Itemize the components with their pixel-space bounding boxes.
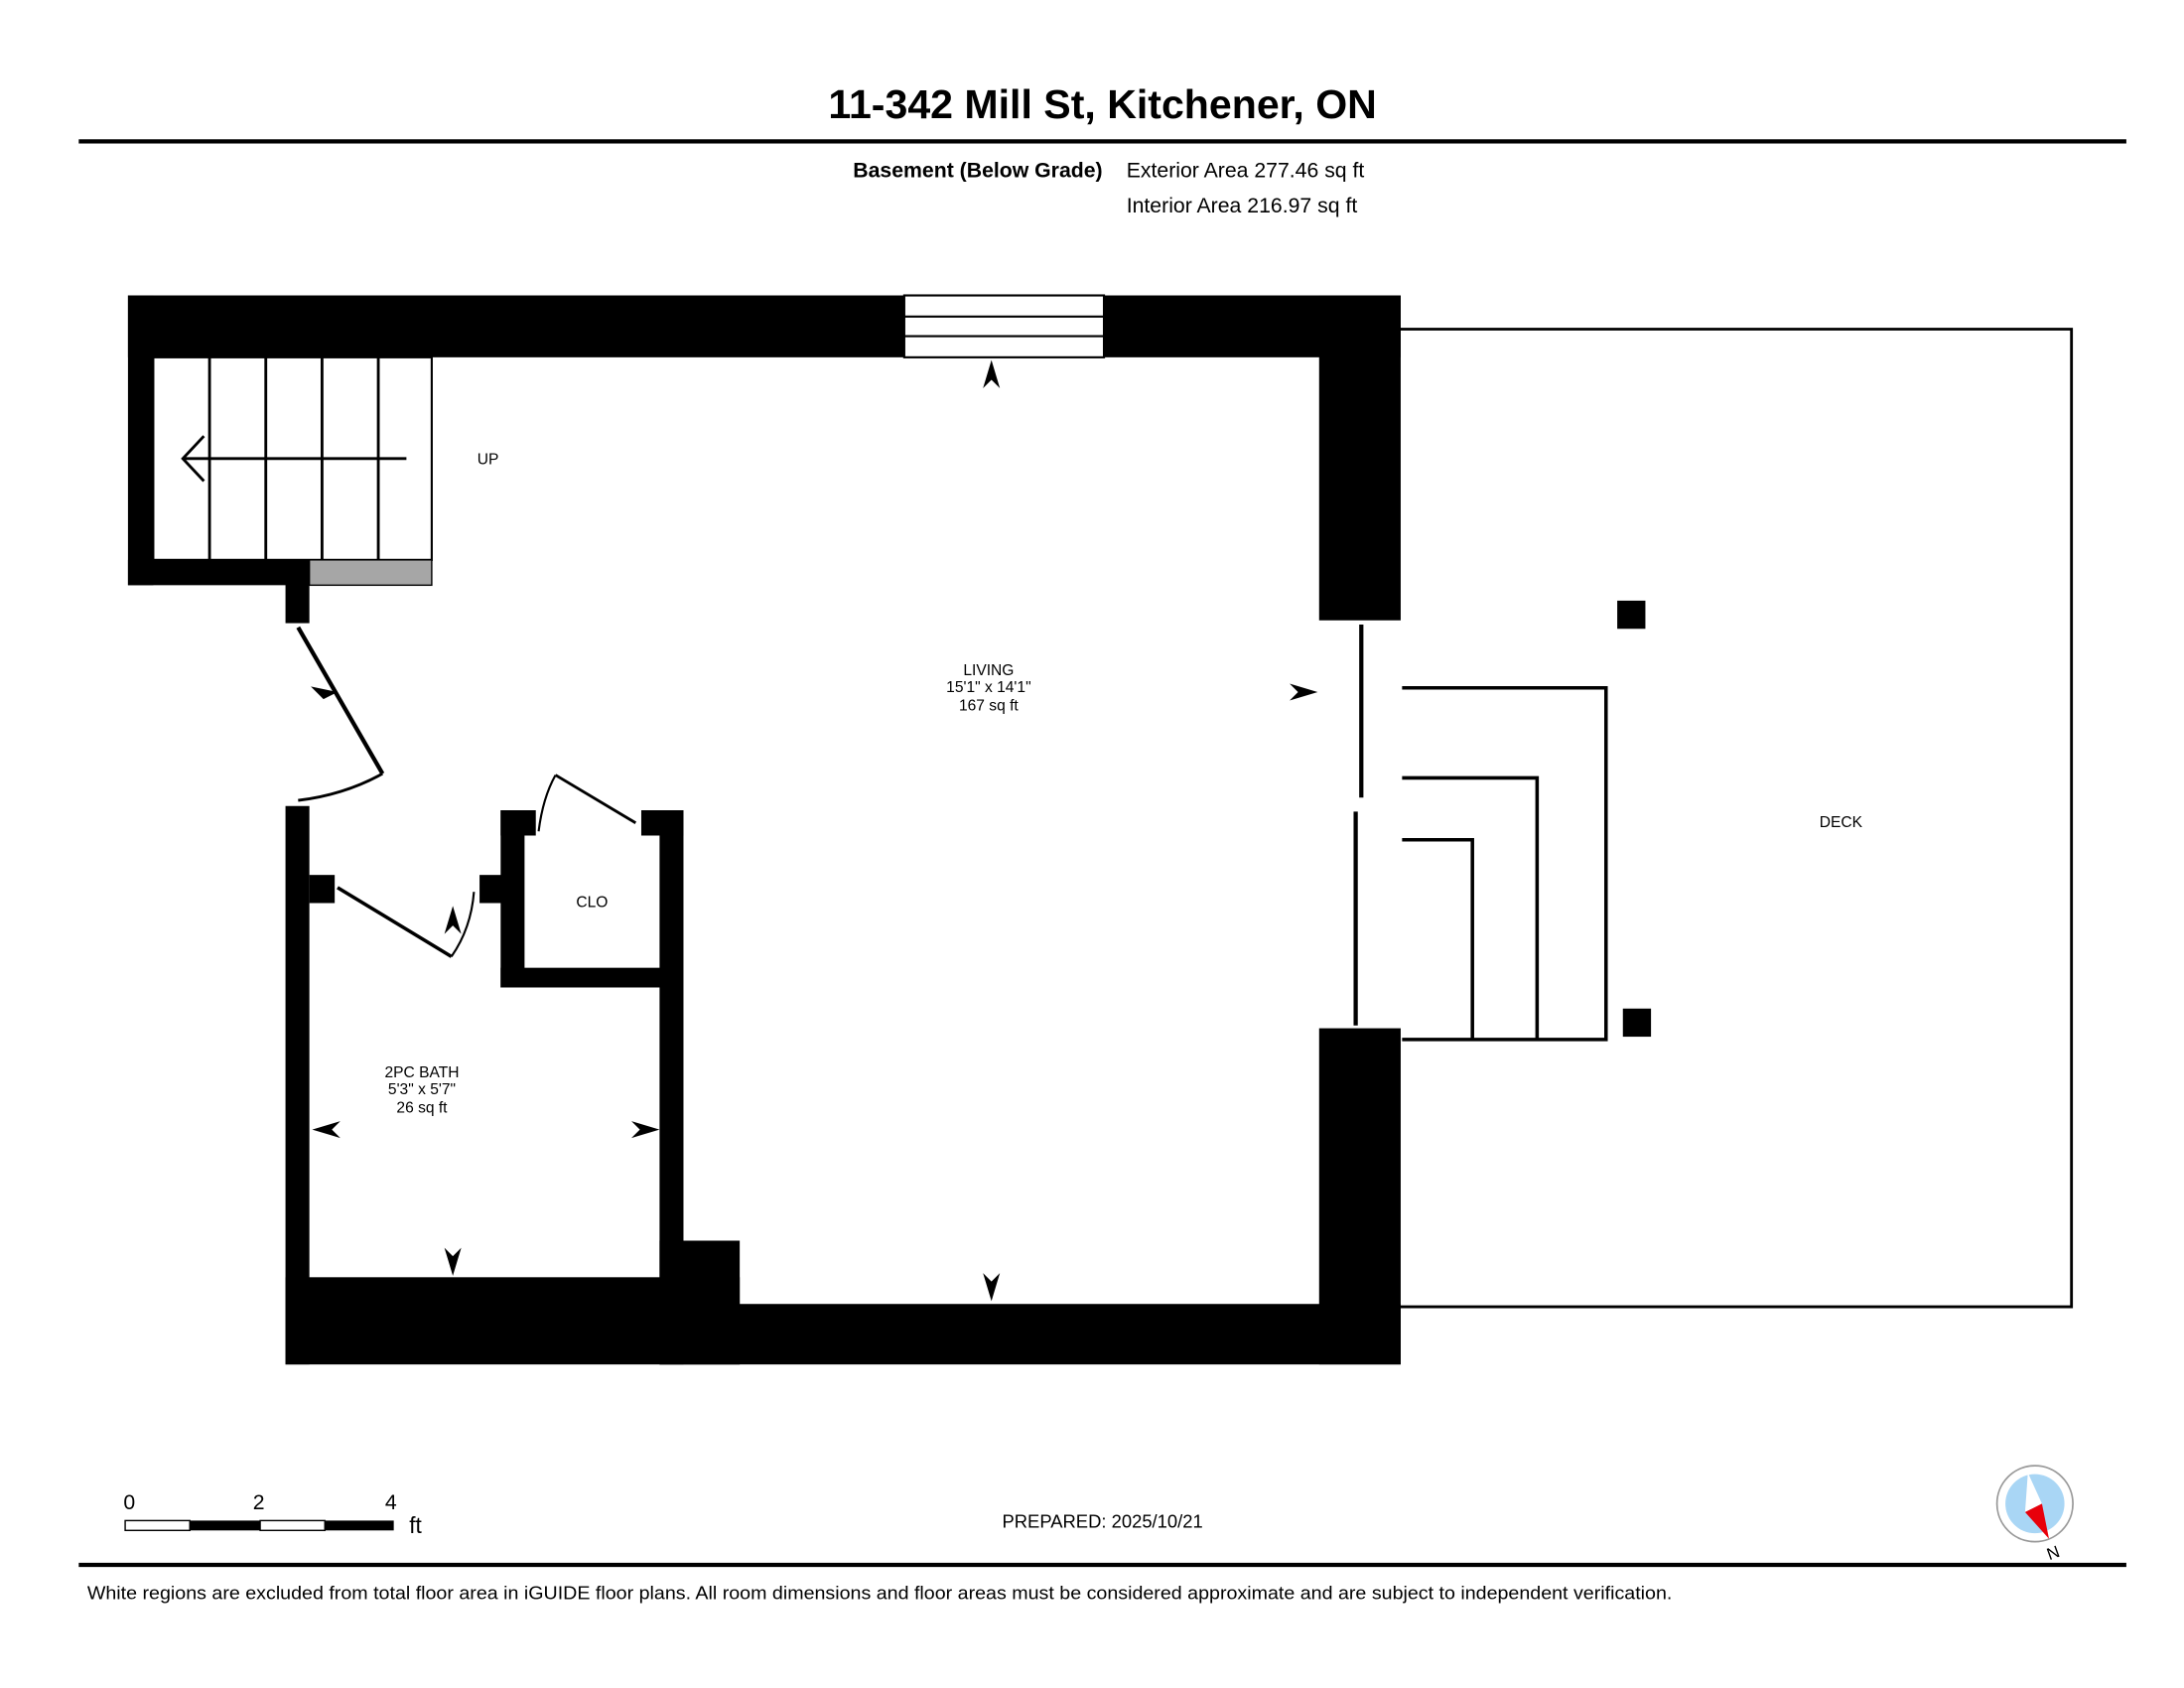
doors — [296, 625, 1364, 1026]
prepared-date: PREPARED: 2025/10/21 — [1002, 1510, 1202, 1531]
page-title: 11-342 Mill St, Kitchener, ON — [828, 81, 1376, 127]
room-living: LIVING 15'1" x 14'1" 167 sq ft — [946, 662, 1030, 714]
svg-text:0: 0 — [123, 1490, 135, 1514]
exterior-area: Exterior Area 277.46 sq ft — [1127, 159, 1365, 183]
svg-text:4: 4 — [385, 1490, 397, 1514]
svg-text:ft: ft — [409, 1512, 422, 1538]
svg-text:2: 2 — [253, 1490, 265, 1514]
scale-bar: 0 2 4 ft — [123, 1490, 422, 1538]
stairs-up-label: UP — [478, 452, 499, 469]
svg-text:167 sq ft: 167 sq ft — [959, 697, 1019, 714]
svg-text:26 sq ft: 26 sq ft — [396, 1100, 448, 1117]
room-bath: 2PC BATH 5'3" x 5'7" 26 sq ft — [384, 1064, 459, 1116]
staircase: UP — [152, 355, 499, 587]
room-closet: CLO — [576, 895, 608, 912]
compass-icon: N — [1995, 1465, 2074, 1564]
dimension-arrows — [311, 359, 1318, 1302]
svg-text:15'1" x 14'1": 15'1" x 14'1" — [946, 679, 1030, 696]
deck: DECK — [1399, 328, 2074, 1309]
svg-text:2PC BATH: 2PC BATH — [384, 1064, 459, 1081]
walls — [127, 295, 1401, 1365]
svg-text:LIVING: LIVING — [963, 662, 1014, 679]
disclaimer: White regions are excluded from total fl… — [87, 1583, 1673, 1604]
compass-north-label: N — [2044, 1542, 2062, 1564]
deck-label: DECK — [1820, 814, 1863, 831]
window — [902, 294, 1106, 358]
footer-rule — [78, 1562, 2126, 1568]
floor-name: Basement (Below Grade) — [853, 159, 1102, 183]
svg-text:5'3" x 5'7": 5'3" x 5'7" — [388, 1081, 456, 1098]
header-rule — [78, 139, 2126, 144]
interior-area: Interior Area 216.97 sq ft — [1127, 194, 1358, 217]
